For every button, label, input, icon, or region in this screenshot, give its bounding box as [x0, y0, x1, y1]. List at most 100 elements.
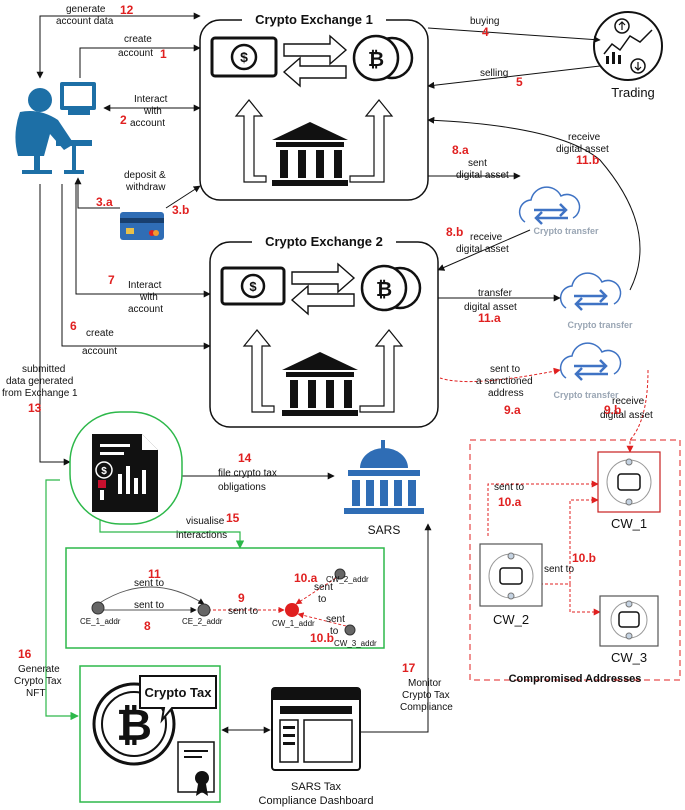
label-from-exchange: from Exchange 1 — [2, 388, 78, 399]
svg-text:₿: ₿ — [376, 279, 392, 301]
wallet-icon — [606, 458, 652, 506]
step-16: 16 — [18, 647, 32, 661]
label-address: address — [488, 388, 524, 399]
label-monitor: Monitor — [408, 678, 442, 689]
graph-node-cw3 — [344, 624, 356, 636]
edge-label: sent — [326, 614, 345, 625]
banknote-icon: $ — [220, 266, 286, 306]
bitcoin-coins-icon: ₿ — [352, 34, 414, 82]
step-15: 15 — [226, 511, 240, 525]
edge-number: 11 — [148, 567, 161, 581]
label-sent-to: sent to — [544, 564, 574, 575]
crypto-transfer-label: Crypto transfer — [567, 320, 633, 330]
step-6: 6 — [70, 319, 77, 333]
step-4: 4 — [482, 25, 489, 39]
step-17: 17 — [402, 661, 416, 675]
graph-node-ce1 — [91, 601, 105, 615]
label-generate: generate — [66, 4, 106, 15]
step-7: 7 — [108, 273, 115, 287]
step-5: 5 — [516, 75, 523, 89]
dashboard-label: Compliance Dashboard — [259, 795, 374, 807]
dashboard-label: SARS Tax — [291, 781, 341, 793]
label-visualise: visualise — [186, 516, 225, 527]
cw1-label: CW_1 — [611, 516, 647, 531]
sars-building-icon — [344, 440, 424, 514]
credit-card-icon — [120, 212, 164, 240]
label-submitted: submitted — [22, 364, 65, 375]
step-8a: 8.a — [452, 143, 469, 157]
label-transfer: transfer — [478, 288, 513, 299]
svg-text:$: $ — [249, 279, 257, 294]
label-sent-to: sent to — [490, 364, 520, 375]
label-crypto-tax: Crypto Tax — [402, 690, 450, 701]
edge-label: sent to — [134, 578, 164, 589]
label-with: with — [143, 106, 162, 117]
graph-node-label: CW_2_addr — [326, 575, 369, 584]
label-interact: Interact — [128, 280, 162, 291]
graph-node-label: CE_2_addr — [182, 617, 223, 626]
label-account: account — [82, 346, 117, 357]
edge-label: sent — [314, 582, 333, 593]
banknote-icon: $ — [210, 36, 278, 78]
label-sent: sent — [468, 158, 487, 169]
label-deposit: deposit & — [124, 170, 166, 181]
label-compliance: Compliance — [400, 702, 453, 713]
label-digital-asset: digital asset — [456, 244, 509, 255]
crypto-transfer-label: Crypto transfer — [533, 226, 599, 236]
cw3-label: CW_3 — [611, 650, 647, 665]
step-1: 1 — [160, 47, 167, 61]
graph-edges — [97, 586, 205, 614]
up-arrow-left — [242, 329, 275, 413]
label-digital-asset: digital asset — [464, 302, 517, 313]
user-at-computer-icon — [15, 82, 96, 174]
cloud-transfer-icon — [559, 342, 622, 381]
step-14: 14 — [238, 451, 252, 465]
trading-icon — [593, 11, 663, 81]
bank-icon — [282, 352, 358, 416]
label-nft: NFT — [26, 688, 45, 699]
label-receive: receive — [612, 396, 645, 407]
bitcoin-coins-icon: ₿ — [360, 264, 422, 312]
edge-number: 10.a — [294, 571, 318, 585]
label-sent-to: sent to — [494, 482, 524, 493]
step-11a: 11.a — [478, 311, 501, 325]
flow-labels: generate account data 12 create account … — [2, 3, 653, 713]
edge-sublabel: to — [330, 626, 339, 637]
label-generate: Generate — [18, 664, 60, 675]
sanction-arrows — [439, 367, 649, 616]
edge-number: 9 — [238, 591, 245, 605]
label-receive: receive — [568, 132, 601, 143]
up-arrow-left — [234, 99, 267, 183]
graph-node-cw1 — [285, 603, 299, 617]
dashboard-icon — [271, 687, 361, 771]
svg-text:$: $ — [240, 49, 248, 65]
wallet-icon — [610, 600, 648, 640]
svg-text:$: $ — [101, 466, 107, 477]
label-digital-asset: digital asset — [456, 170, 509, 181]
wallet-icon — [488, 552, 534, 600]
compromised-addresses-group — [469, 439, 681, 681]
svg-text:₿: ₿ — [116, 701, 152, 750]
label-with: with — [139, 292, 158, 303]
step-2: 2 — [120, 113, 127, 127]
label-sanctioned: a sanctioned — [476, 376, 533, 387]
edge-number: 8 — [144, 619, 151, 633]
swap-arrows-icon — [290, 262, 356, 316]
graph-node-cw2 — [334, 568, 346, 580]
label-selling: selling — [480, 68, 508, 79]
label-data-generated: data generated — [6, 376, 73, 387]
graph-node-ce2 — [197, 603, 211, 617]
step-8b: 8.b — [446, 225, 463, 239]
compromised-label: Compromised Addresses — [509, 673, 642, 685]
flow-arrows — [36, 12, 641, 734]
label-account-data: account data — [56, 16, 114, 27]
label-account: account — [130, 118, 165, 129]
label-digital-asset: digital asset — [600, 410, 653, 421]
exchange1-title: Crypto Exchange 1 — [255, 12, 373, 27]
label-create: create — [86, 328, 114, 339]
label-interact: Interact — [134, 94, 168, 105]
label-buying: buying — [470, 16, 499, 27]
step-13: 13 — [28, 401, 42, 415]
step-11b: 11.b — [576, 153, 599, 167]
